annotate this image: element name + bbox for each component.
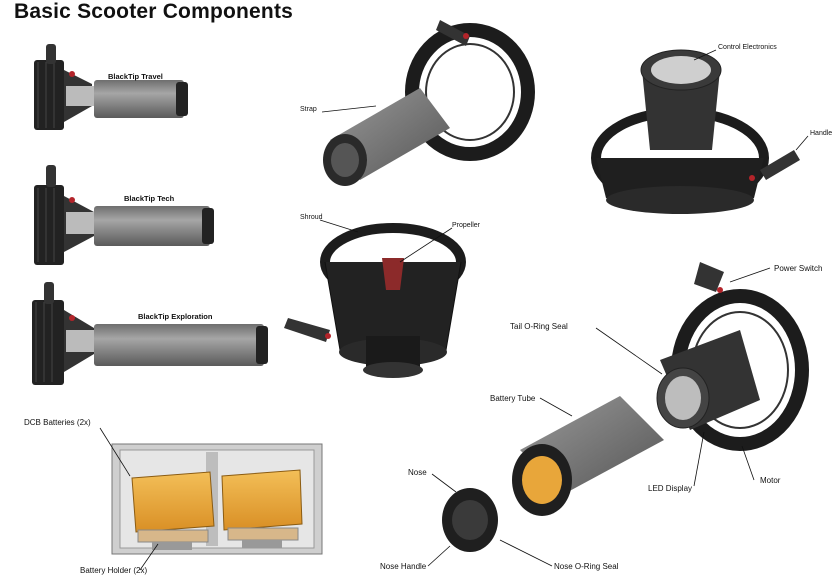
label-blacktip-exploration: BlackTip Exploration <box>138 312 213 321</box>
callout-motor: Motor <box>760 476 781 485</box>
scooter-exploration-side <box>32 282 268 385</box>
callout-control-electronics: Control Electronics <box>718 44 777 51</box>
battery-holder-cutaway <box>99 427 323 571</box>
scooter-iso-strap <box>321 20 535 186</box>
callout-tail-oring-seal: Tail O-Ring Seal <box>510 322 568 331</box>
callout-dcb-batteries: DCB Batteries (2x) <box>24 418 91 427</box>
label-blacktip-tech: BlackTip Tech <box>124 194 175 203</box>
callout-handle: Handle <box>810 130 833 137</box>
scooter-iso-shroud <box>284 219 466 378</box>
label-blacktip-travel: BlackTip Travel <box>108 72 163 81</box>
callout-battery-tube: Battery Tube <box>490 394 536 403</box>
callout-nose: Nose <box>408 468 427 477</box>
scooter-exploded-view <box>427 262 809 567</box>
callout-power-switch: Power Switch <box>774 264 823 273</box>
scooter-iso-rear <box>591 49 809 214</box>
scooter-travel-side <box>34 44 188 130</box>
callout-nose-handle: Nose Handle <box>380 562 427 571</box>
callout-nose-oring-seal: Nose O-Ring Seal <box>554 562 619 571</box>
callout-shroud: Shroud <box>300 214 323 221</box>
callout-led-display: LED Display <box>648 484 693 493</box>
callout-battery-holder: Battery Holder (2x) <box>80 566 148 575</box>
page-title: Basic Scooter Components <box>14 0 294 23</box>
scooter-tech-side <box>34 165 214 265</box>
callout-strap: Strap <box>300 106 317 113</box>
callout-propeller: Propeller <box>452 222 481 229</box>
